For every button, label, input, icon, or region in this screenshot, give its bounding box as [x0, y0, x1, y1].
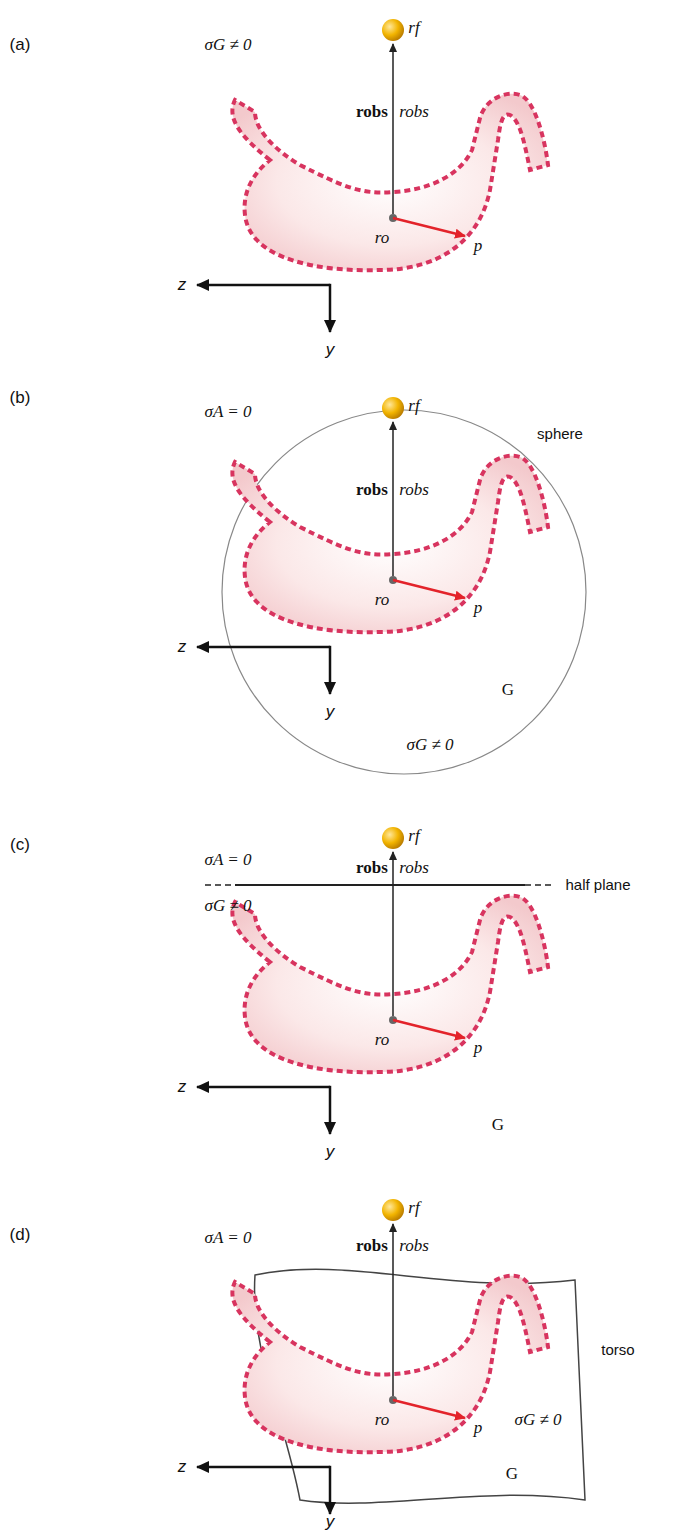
distance-label: robs	[399, 103, 429, 122]
region-label: G	[492, 1116, 504, 1135]
point-label: ro	[375, 591, 390, 610]
region-name: half plane	[565, 877, 630, 894]
panel-letter: (c)	[10, 836, 30, 855]
vector-label: robs	[356, 1237, 388, 1256]
conductivity-label: σA = 0	[205, 1229, 252, 1248]
vector-label: p	[474, 1039, 483, 1058]
conductivity-label: σG ≠ 0	[515, 1411, 562, 1430]
axis-label: y	[326, 1143, 335, 1162]
vector-label: robs	[356, 103, 388, 122]
point-label: rf	[408, 827, 419, 846]
axis-label: z	[178, 276, 187, 295]
vector-label: p	[474, 1419, 483, 1438]
axis-label: z	[178, 1458, 187, 1477]
panel-letter: (d)	[10, 1226, 31, 1245]
region-name: torso	[601, 1342, 634, 1359]
panel-letter: (a)	[10, 36, 31, 55]
region-name: sphere	[537, 426, 583, 443]
point-label: rf	[408, 397, 419, 416]
axis-label: y	[326, 341, 335, 360]
point-label: ro	[375, 229, 390, 248]
panel-letter: (b)	[10, 389, 31, 408]
axis-label: z	[178, 638, 187, 657]
distance-label: robs	[399, 481, 429, 500]
point-label: rf	[408, 1199, 419, 1218]
region-label: G	[506, 1465, 518, 1484]
conductivity-label: σG ≠ 0	[205, 897, 252, 916]
vector-label: robs	[356, 481, 388, 500]
point-label: rf	[408, 19, 419, 38]
distance-label: robs	[399, 1237, 429, 1256]
axis-label: z	[178, 1078, 187, 1097]
point-label: ro	[375, 1411, 390, 1430]
region-label: G	[502, 681, 514, 700]
vector-label: robs	[356, 859, 388, 878]
vector-label: p	[474, 237, 483, 256]
conductivity-label: σA = 0	[205, 403, 252, 422]
axis-label: y	[326, 1513, 335, 1532]
axis-label: y	[326, 703, 335, 722]
conductivity-label: σG ≠ 0	[407, 736, 454, 755]
vector-label: p	[474, 599, 483, 618]
conductivity-label: σG ≠ 0	[205, 36, 252, 55]
distance-label: robs	[399, 859, 429, 878]
point-label: ro	[375, 1031, 390, 1050]
conductivity-label: σA = 0	[205, 851, 252, 870]
